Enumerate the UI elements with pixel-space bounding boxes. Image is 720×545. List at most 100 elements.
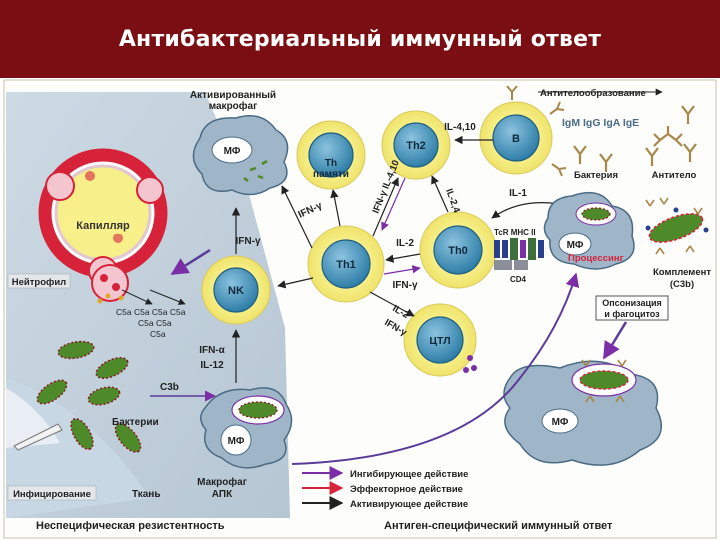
arrow-th1-th2: [372, 177, 399, 237]
bacterium: [87, 386, 121, 406]
bacterium: [70, 417, 94, 451]
needle-icon: [13, 423, 63, 451]
tissue-shade: [6, 378, 150, 518]
title-bar: Антибактериальный иммунный ответ: [0, 0, 720, 78]
arrow-th1-macrophage: [281, 185, 313, 249]
bacterium: [114, 423, 142, 453]
opsonization-label-2: и фагоцитоз: [604, 309, 660, 319]
bacterium: [579, 370, 629, 390]
tcr-mhc-label: TcR MHC II: [494, 228, 536, 237]
nonspecific-caption: Неспецифическая резистентность: [36, 520, 225, 532]
bacterium: [95, 357, 129, 379]
cd4-label: CD4: [510, 275, 527, 284]
arrow-opsonization: [602, 321, 628, 360]
activated-mf-label: МФ: [224, 146, 241, 157]
th-memory-label-1: Th: [325, 158, 337, 169]
macrophage-apc-label-2: АПК: [212, 489, 233, 500]
ifn-gamma-nk-label: IFN-γ: [236, 236, 261, 247]
processing-mf-label: МФ: [567, 240, 584, 251]
activated-macrophage: МФ: [192, 115, 289, 196]
ifn-gamma-th0-label: IFN-γ: [393, 280, 418, 291]
macrophage-apc: МФ: [200, 387, 293, 469]
infection-label-box: [7, 485, 97, 501]
th1-cell: Th1: [307, 225, 385, 303]
arrow-th2-th1-inhibit: [381, 177, 406, 231]
c5a-row-2: C5a C5a: [138, 318, 172, 328]
neutrophil-cell: [45, 171, 75, 201]
phagocyte-mf-label: МФ: [552, 417, 569, 428]
ctl-label: ЦТЛ: [429, 335, 450, 347]
neutrophil-label: Нейтрофил: [12, 277, 66, 288]
arrow-neutrophil-c5a-2: [149, 289, 186, 305]
th2-label: Th2: [406, 140, 426, 152]
macrophage-apc-label-1: Макрофаг: [197, 476, 247, 488]
bacterium: [57, 340, 95, 360]
tcr-mhc-complex: TcR MHC II CD4: [494, 228, 544, 284]
processing-label: Процессинг: [568, 253, 624, 264]
apc-mf-label: МФ: [228, 436, 245, 447]
bacterium: [36, 379, 68, 405]
th0-label: Th0: [448, 245, 468, 257]
processing-macrophage: МФ Процессинг: [543, 191, 635, 270]
antigen-specific-caption: Антиген-специфический иммунный ответ: [384, 520, 613, 532]
neutrophil-label-box: [7, 273, 71, 289]
bacterium-label: Бактерия: [574, 170, 618, 181]
th2-cell: Th2: [381, 110, 451, 180]
opsonized-bacterium: [645, 197, 709, 255]
legend-inhibit-label: Ингибирующее действие: [350, 469, 468, 480]
tissue-label: Ткань: [132, 489, 160, 500]
neutrophil-migrating: [91, 264, 129, 304]
c5a-row-1: C5a C5a C5a C5a: [116, 307, 186, 317]
arrow-th1-memory: [330, 189, 341, 227]
opsonization-label-1: Опсонизация: [602, 298, 662, 308]
c5a-cluster: C5a C5a C5a C5a C5a C5a C5a: [116, 307, 186, 339]
phagocytosing-macrophage: МФ: [503, 359, 662, 466]
arrow-antigen-presentation: [291, 272, 580, 465]
complement-label-2: (C3b): [670, 279, 694, 290]
ctl-cell: ЦТЛ: [403, 303, 477, 377]
th-memory-cell: Th памяти: [296, 120, 366, 190]
antibody-formation-label: Антителообразование: [540, 88, 646, 99]
arrow-th1-th0-inhibit: [383, 265, 421, 275]
infection-label: Инфицирование: [13, 489, 91, 500]
nk-label: NK: [228, 285, 244, 297]
arrow-th0-th1: [385, 253, 421, 263]
th-memory-label-2: памяти: [313, 169, 349, 180]
c5a-row-3: C5a: [150, 329, 166, 339]
bacterium: [581, 207, 611, 221]
arrow-neutrophil-c5a: [121, 289, 153, 305]
legend: Ингибирующее действие Эффекторное действ…: [302, 466, 468, 510]
arrow-capillary-purple: [170, 248, 211, 276]
ig-classes-label: IgM IgG IgA IgE: [562, 117, 639, 129]
antibody-label: Антитело: [652, 170, 697, 181]
il-2-th0-label: IL-2: [396, 238, 414, 249]
tissue-bacteria: [36, 340, 142, 453]
bacteria-label: Бактерии: [112, 417, 159, 428]
legend-effector-label: Эффекторное действие: [350, 484, 463, 495]
complement-label-1: Комплемент: [653, 267, 711, 278]
c3b-label: C3b: [160, 382, 179, 393]
diagram-area: Капилляр Нейтрофил C5a C5a C5a C5a C5a C…: [0, 78, 720, 540]
b-label: B: [512, 133, 520, 145]
opsonization-box: [595, 295, 669, 321]
il-12-label: IL-12: [200, 360, 224, 371]
nk-cell: NK: [201, 255, 271, 325]
th0-cell: Th0: [419, 211, 497, 289]
activated-macrophage-label-1: Активированный: [190, 90, 276, 101]
il-1-label: IL-1: [509, 188, 527, 199]
legend-activate-label: Активирующее действие: [350, 499, 468, 510]
il-4-10-label: IL-4,10: [444, 122, 476, 133]
th1-label: Th1: [336, 259, 356, 271]
immune-response-diagram: Капилляр Нейтрофил C5a C5a C5a C5a C5a C…: [3, 79, 717, 539]
arrow-th1-ctl: [369, 291, 415, 317]
capillary-label: Капилляр: [76, 220, 130, 232]
arrow-th1-nk: [277, 277, 314, 289]
slide-title: Антибактериальный иммунный ответ: [118, 26, 602, 52]
activated-macrophage-label-2: макрофаг: [209, 100, 258, 112]
antibody-icons: [573, 105, 697, 172]
neutrophil-cell: [136, 176, 164, 204]
bacterium: [238, 401, 278, 419]
b-cell: B: [479, 85, 567, 177]
ifn-alpha-label: IFN-α: [199, 345, 225, 356]
arrow-th0-th2: [431, 175, 449, 213]
